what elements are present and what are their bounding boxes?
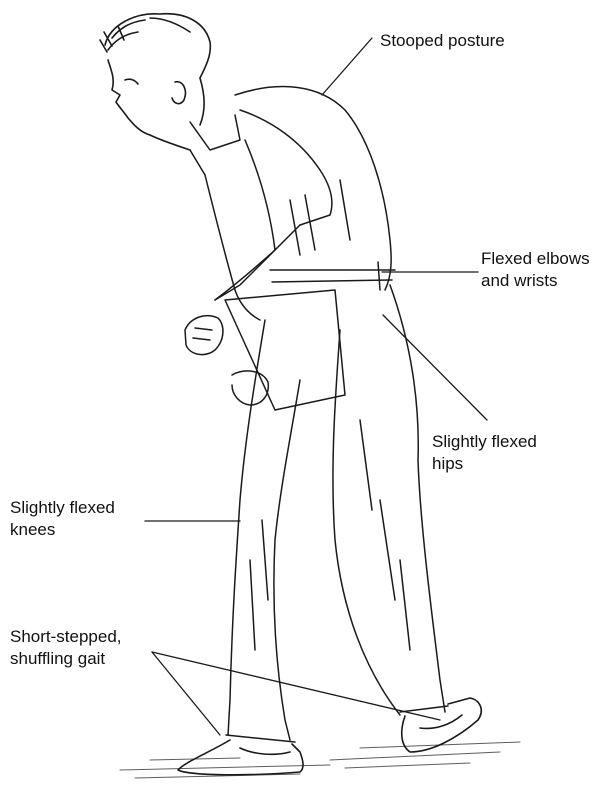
label-gait-line2: shuffling gait: [10, 648, 122, 670]
label-flexed-hips-line2: hips: [432, 453, 537, 475]
label-stooped-posture-line1: Stooped posture: [380, 30, 505, 52]
label-flexed-hips: Slightly flexed hips: [432, 431, 537, 475]
label-gait: Short-stepped, shuffling gait: [10, 626, 122, 670]
label-flexed-hips-line1: Slightly flexed: [432, 431, 537, 453]
ground-shading: [120, 742, 520, 778]
legs-drawing: [226, 285, 448, 742]
head-drawing: [100, 14, 210, 150]
label-gait-line1: Short-stepped,: [10, 626, 122, 648]
label-flexed-elbows-line2: and wrists: [481, 270, 590, 292]
leader-lines: [145, 38, 487, 735]
label-flexed-knees: Slightly flexed knees: [10, 497, 115, 541]
arms-drawing: [185, 225, 345, 410]
torso-drawing: [190, 87, 395, 320]
label-stooped-posture: Stooped posture: [380, 30, 505, 52]
leader-gait-front: [152, 652, 220, 735]
leader-flexed-hips: [383, 315, 487, 420]
shoes-drawing: [178, 698, 481, 775]
leader-stooped-posture: [322, 38, 372, 95]
label-flexed-elbows: Flexed elbows and wrists: [481, 248, 590, 292]
label-flexed-knees-line1: Slightly flexed: [10, 497, 115, 519]
label-flexed-knees-line2: knees: [10, 519, 115, 541]
label-flexed-elbows-line1: Flexed elbows: [481, 248, 590, 270]
leader-gait-back: [152, 652, 440, 720]
